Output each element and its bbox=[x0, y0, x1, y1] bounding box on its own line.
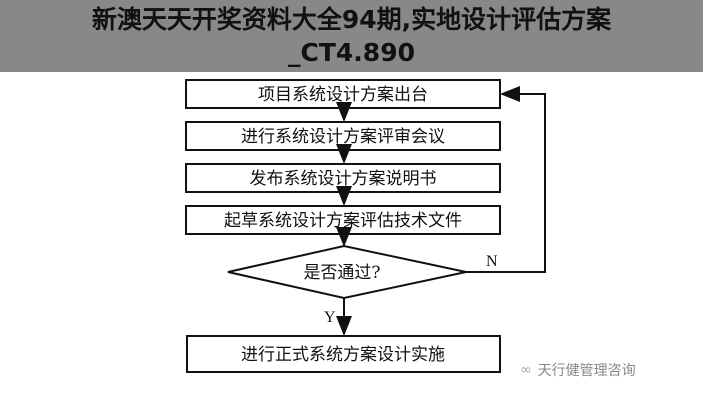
final-step-label: 进行正式系统方案设计实施 bbox=[241, 345, 445, 365]
watermark-text: 天行健管理咨询 bbox=[537, 363, 636, 379]
final-step-box bbox=[186, 335, 501, 373]
step-label-2: 进行系统设计方案评审会议 bbox=[241, 127, 445, 147]
step-label-4: 起草系统设计方案评估技术文件 bbox=[224, 211, 462, 231]
yes-label: Y bbox=[324, 309, 336, 326]
step-label-1: 项目系统设计方案出台 bbox=[258, 85, 428, 105]
banner-title: 新澳天天开奖资料大全94期,实地设计评估方案_CT4.890 bbox=[91, 5, 612, 67]
arrow-no-loop bbox=[466, 86, 546, 273]
step-label-3: 发布系统设计方案说明书 bbox=[250, 169, 437, 189]
watermark: ∞ 天行健管理咨询 bbox=[520, 360, 636, 380]
decision-label: 是否通过? bbox=[303, 263, 380, 283]
wechat-icon: ∞ bbox=[520, 362, 532, 378]
no-label: N bbox=[486, 253, 498, 270]
title-banner: 新澳天天开奖资料大全94期,实地设计评估方案_CT4.890 bbox=[0, 0, 703, 72]
